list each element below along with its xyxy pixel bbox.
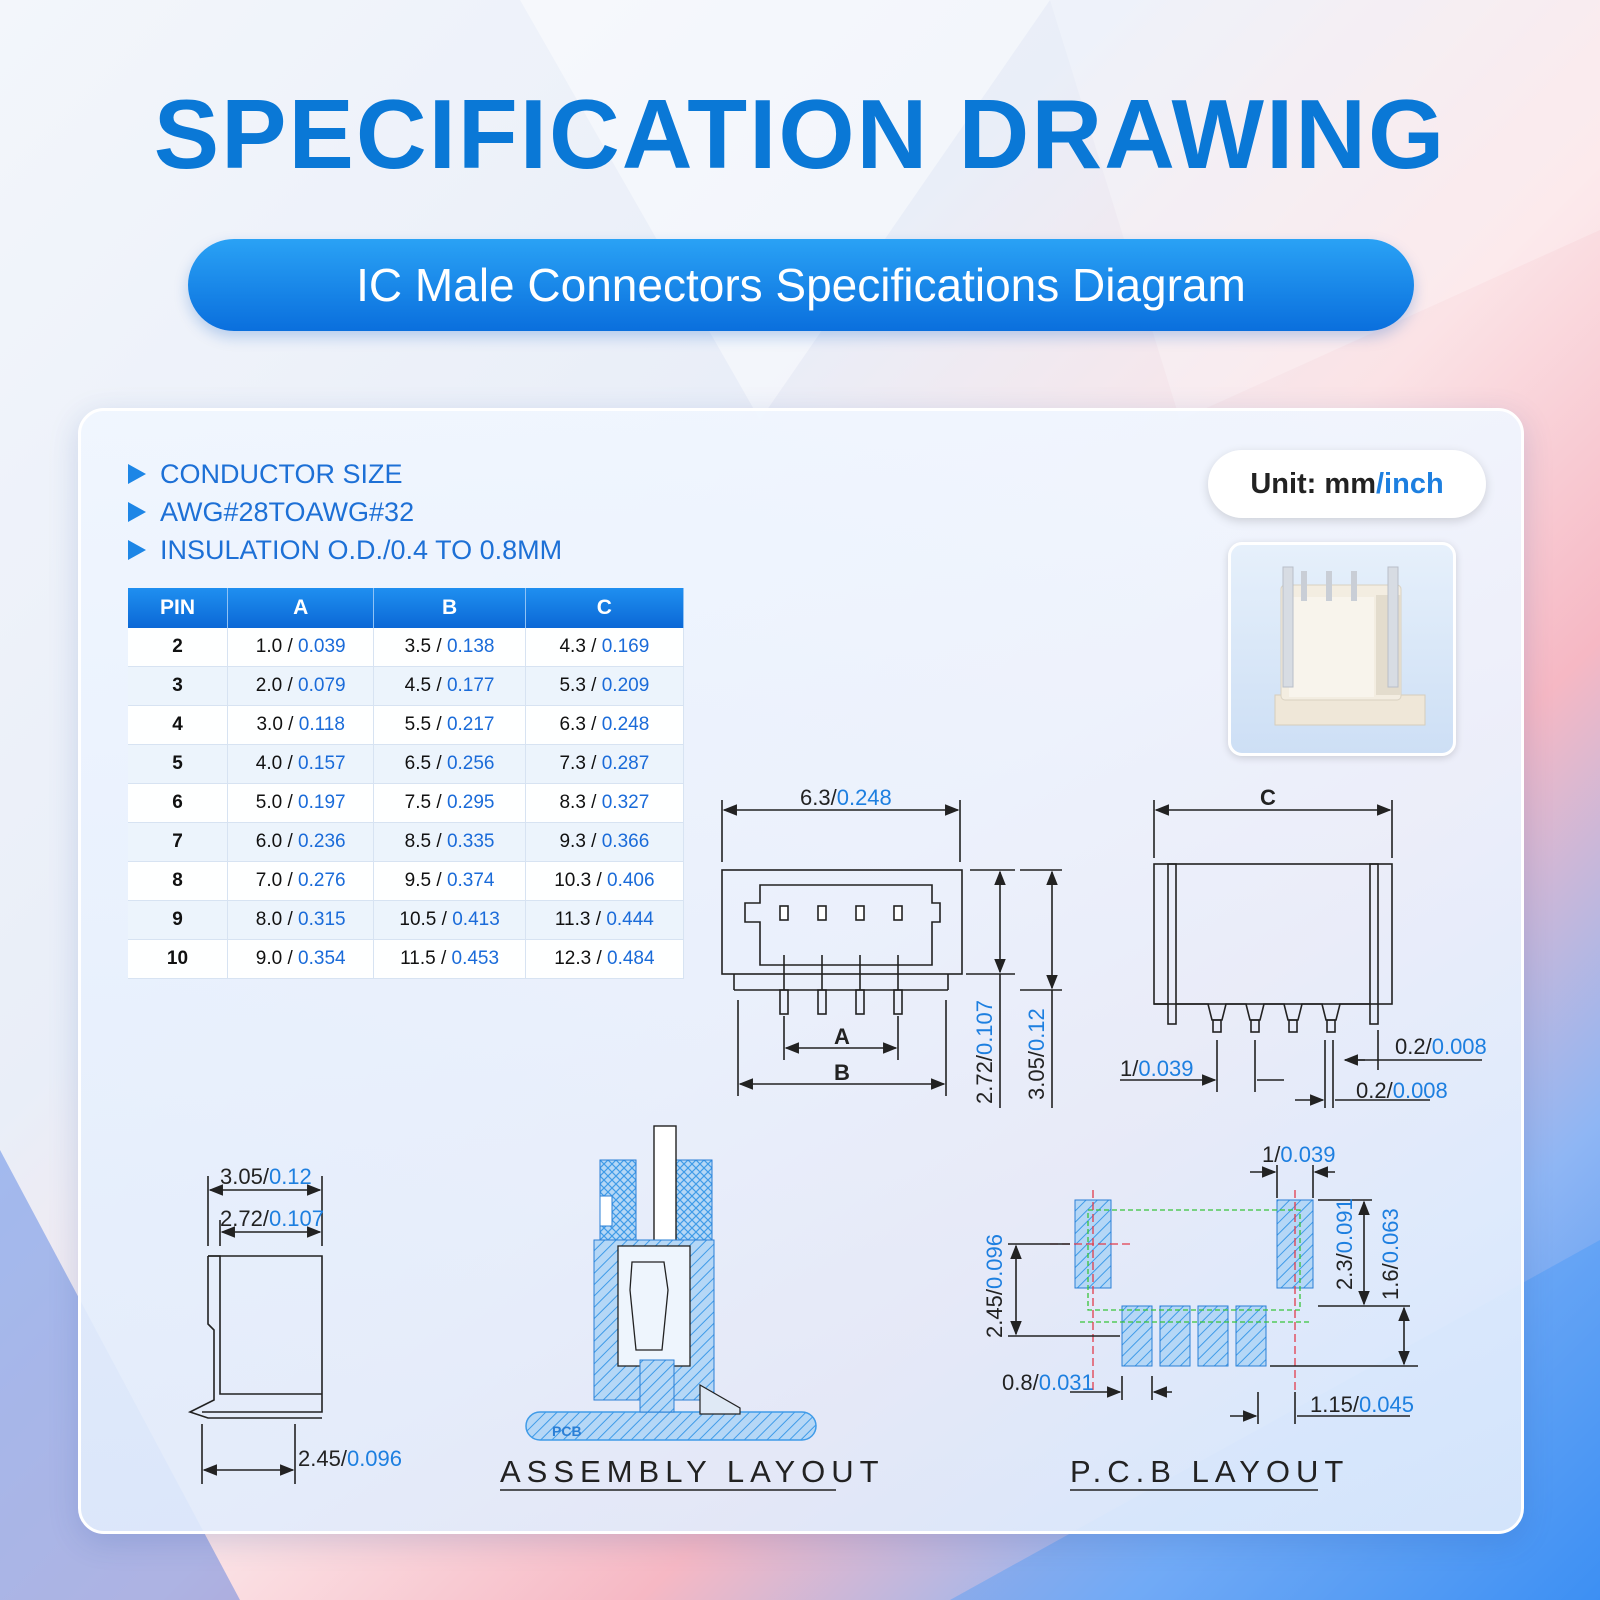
subtitle-banner: IC Male Connectors Specifications Diagra…	[188, 239, 1414, 331]
cell-a: 6.0 / 0.236	[227, 822, 375, 862]
cell-c: 4.3 / 0.169	[525, 628, 685, 667]
pcb-offset-label: 1.15/0.045	[1310, 1392, 1414, 1417]
cell-a: 3.0 / 0.118	[227, 705, 375, 745]
pcb-pad-label: 0.8/0.031	[1002, 1370, 1094, 1395]
cell-c: 10.3 / 0.406	[525, 861, 685, 901]
cell-pin: 5	[128, 744, 228, 784]
cell-b: 5.5 / 0.217	[373, 705, 526, 745]
cell-a: 8.0 / 0.315	[227, 900, 375, 940]
cell-c: 8.3 / 0.327	[525, 783, 685, 823]
dim-a-label: A	[834, 1024, 850, 1049]
height-305-label: 3.05/0.12	[1024, 1008, 1049, 1100]
triangle-bullet-icon	[128, 464, 146, 484]
pin-thickness-label: 0.2/0.008	[1356, 1078, 1448, 1103]
cell-c: 9.3 / 0.366	[525, 822, 685, 862]
cell-b: 7.5 / 0.295	[373, 783, 526, 823]
assembly-layout-drawing: PCB	[525, 1125, 817, 1441]
pcb-layout-drawing	[1008, 1165, 1418, 1424]
cell-b: 10.5 / 0.413	[373, 900, 526, 940]
table-header-row: PIN A B C	[128, 588, 685, 628]
note-item: INSULATION O.D./0.4 TO 0.8MM	[128, 531, 562, 569]
cell-a: 9.0 / 0.354	[227, 939, 375, 979]
cell-b: 3.5 / 0.138	[373, 628, 526, 667]
cell-a: 5.0 / 0.197	[227, 783, 375, 823]
cell-b: 8.5 / 0.335	[373, 822, 526, 862]
cell-b: 11.5 / 0.453	[373, 939, 526, 979]
assembly-layout-caption: ASSEMBLY LAYOUT	[500, 1454, 885, 1489]
pcb-label: PCB	[552, 1423, 582, 1439]
side-base-label: 2.45/0.096	[298, 1446, 402, 1471]
cell-a: 1.0 / 0.039	[227, 628, 375, 667]
front-view-drawing	[721, 800, 1062, 1108]
height-272-label: 2.72/0.107	[972, 1000, 997, 1104]
conductor-notes: CONDUCTOR SIZE AWG#28TOAWG#32 INSULATION…	[128, 455, 562, 569]
cell-b: 6.5 / 0.256	[373, 744, 526, 784]
cell-a: 4.0 / 0.157	[227, 744, 375, 784]
cell-a: 7.0 / 0.276	[227, 861, 375, 901]
cell-pin: 10	[128, 939, 228, 979]
front-width-label: 6.3/0.248	[800, 785, 892, 810]
cell-pin: 3	[128, 666, 228, 706]
side-view-drawing	[187, 1176, 323, 1484]
triangle-bullet-icon	[128, 502, 146, 522]
header-a: A	[227, 588, 375, 628]
cell-b: 4.5 / 0.177	[373, 666, 526, 706]
pcb-height-245-label: 2.45/0.096	[982, 1234, 1007, 1338]
pcb-height-16-label: 1.6/0.063	[1378, 1208, 1403, 1300]
cell-pin: 6	[128, 783, 228, 823]
note-item: CONDUCTOR SIZE	[128, 455, 562, 493]
cell-c: 7.3 / 0.287	[525, 744, 685, 784]
pcb-layout-caption: P.C.B LAYOUT	[1070, 1454, 1349, 1489]
top-view-drawing	[1120, 800, 1482, 1108]
cell-pin: 9	[128, 900, 228, 940]
dim-b-label: B	[834, 1060, 850, 1085]
side-width2-label: 2.72/0.107	[220, 1206, 324, 1231]
cell-pin: 4	[128, 705, 228, 745]
cell-c: 6.3 / 0.248	[525, 705, 685, 745]
cell-a: 2.0 / 0.079	[227, 666, 375, 706]
note-item: AWG#28TOAWG#32	[128, 493, 562, 531]
dim-c-label: C	[1260, 785, 1276, 810]
pcb-pitch-label: 1/0.039	[1262, 1142, 1335, 1167]
page-title: SPECIFICATION DRAWING	[153, 79, 1447, 189]
unit-badge: Unit: mm/inch	[1208, 450, 1486, 518]
connector-photo-icon	[1274, 566, 1426, 726]
triangle-bullet-icon	[128, 540, 146, 560]
connector-photo	[1228, 542, 1456, 756]
side-width-label: 3.05/0.12	[220, 1164, 312, 1189]
cell-pin: 7	[128, 822, 228, 862]
cell-c: 5.3 / 0.209	[525, 666, 685, 706]
cell-pin: 2	[128, 628, 228, 667]
cell-pin: 8	[128, 861, 228, 901]
pcb-height-23-label: 2.3/0.091	[1332, 1198, 1357, 1290]
header-b: B	[373, 588, 526, 628]
cell-b: 9.5 / 0.374	[373, 861, 526, 901]
header-pin: PIN	[128, 588, 228, 628]
cell-c: 12.3 / 0.484	[525, 939, 685, 979]
cell-c: 11.3 / 0.444	[525, 900, 685, 940]
pitch-label: 1/0.039	[1120, 1056, 1193, 1081]
pin-width-label: 0.2/0.008	[1395, 1034, 1487, 1059]
header-c: C	[525, 588, 685, 628]
